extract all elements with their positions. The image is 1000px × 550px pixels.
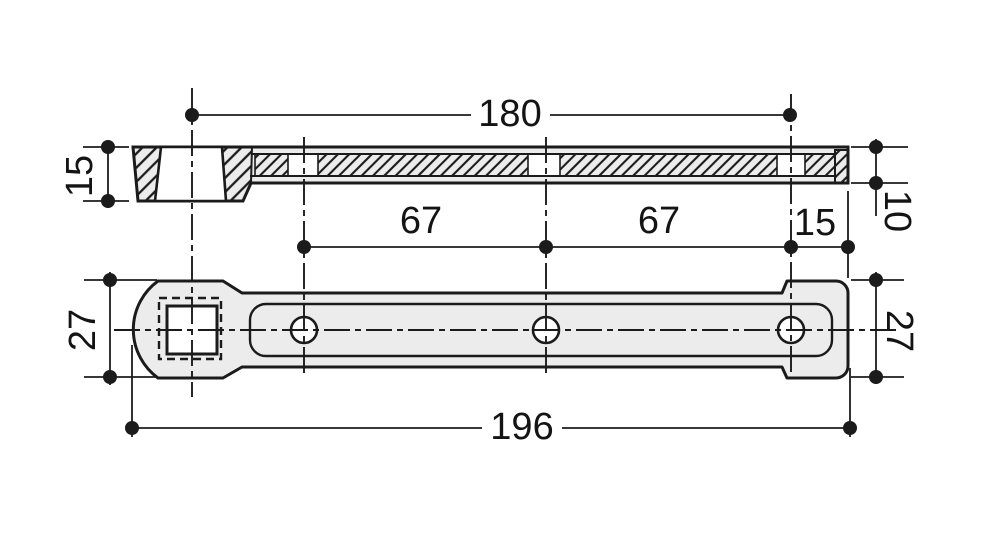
dot [539,240,553,254]
dot [869,140,883,154]
dim-label-67-b: 67 [637,200,681,242]
dim-label-10-thickness: 10 [876,189,918,233]
section-boss-hole [153,145,228,203]
dot [869,273,883,287]
dim-label-15-height: 15 [59,154,101,198]
dot [101,140,115,154]
dot [125,421,139,435]
dim-label-180: 180 [478,93,542,135]
centerlines [114,88,898,397]
section-hatch-web-1 [254,153,289,177]
dim-label-15-end: 15 [793,202,837,244]
section-hatch-web-2 [317,153,529,177]
dim-label-196: 196 [490,406,554,448]
dot [297,240,311,254]
dot [103,370,117,384]
dimension-endpoint-dots [101,108,883,435]
section-view [131,145,850,203]
section-hatch-right-wall [220,146,254,202]
dot [784,240,798,254]
dim-label-27-left: 27 [62,308,104,352]
dot [783,108,797,122]
section-hole-gap-2 [528,154,560,176]
dot [841,240,855,254]
section-hatch-web-3 [559,153,778,177]
dot [103,273,117,287]
plan-outline [131,279,850,380]
dim-label-67-a: 67 [399,200,443,242]
section-hole-gap-1 [288,154,318,176]
dim-label-27-right: 27 [878,309,920,353]
plan-hidden-counterbore-square [157,296,223,361]
dot [869,370,883,384]
section-hatch-web-4 [804,153,836,177]
section-hole-gap-3 [777,154,805,176]
dot [101,194,115,208]
section-hatch-left-wall [131,146,163,202]
dot [185,108,199,122]
dot [869,176,883,190]
dot [843,421,857,435]
section-hatch-end-cap [834,149,849,184]
